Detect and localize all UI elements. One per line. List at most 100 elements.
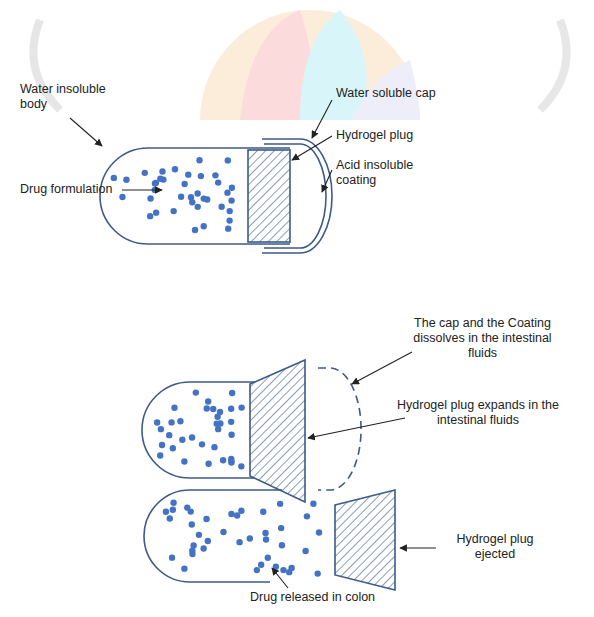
drug-dot [184,504,190,510]
drug-dot [198,173,204,179]
drug-dot [178,194,184,200]
drug-dot [199,441,205,447]
drug-dot [190,542,196,548]
leader-lines [70,100,436,588]
drug-dot [203,516,209,522]
drug-dot [111,175,117,181]
drug-dot [193,389,199,395]
drug-dot [159,442,165,448]
drug-dot [238,508,244,514]
drug-dot [238,404,244,410]
drug-dot [280,567,286,573]
part-label: Hydrogel plug [336,128,456,143]
drug-dot [229,185,235,191]
drug-dot [196,157,202,163]
drug-dot [171,405,177,411]
drug-dot [119,194,125,200]
opened-capsule [144,490,395,590]
watermark [33,10,566,120]
drug-dot [229,390,235,396]
drug-dot [168,419,174,425]
drug-dot [228,197,234,203]
drug-dot [210,406,216,412]
drug-dot [228,456,234,462]
drug-dot [170,445,176,451]
drug-dot [152,180,158,186]
drug-dot [228,419,234,425]
drug-dot [204,405,210,411]
drug-dot [278,525,284,531]
drug-dot [204,196,210,202]
part-label: Hydrogel plug expands in the intestinal … [378,398,578,428]
drug-dot [260,509,266,515]
drug-dot [189,521,195,527]
drug-dot [273,563,279,569]
drug-dot [142,170,148,176]
drug-dot [201,223,207,229]
drug-dot [205,461,211,467]
drug-dot [224,189,230,195]
drug-dots [163,499,323,576]
part-label: Hydrogel plug ejected [440,532,550,562]
drug-dot [286,569,292,575]
drug-dot [254,567,260,573]
drug-dot [172,166,178,172]
part-label: Water insoluble body [20,82,135,112]
part-label: Drug formulation [20,182,120,197]
drug-dot [154,419,160,425]
drug-dots [154,389,245,469]
drug-dot [170,208,176,214]
drug-dot [200,545,206,551]
drug-dot [263,536,269,542]
drug-dot [181,181,187,187]
part-label: Acid insoluble coating [336,158,446,188]
drug-dot [179,437,185,443]
drug-dot [158,426,164,432]
drug-dot [205,538,211,544]
drug-dot [236,539,242,545]
drug-dot [157,452,163,458]
drug-dot [304,513,310,519]
drug-dot [205,398,211,404]
drug-dot [316,529,322,535]
drug-dot [188,194,194,200]
drug-dot [170,499,176,505]
drug-dot [228,511,234,517]
drug-dot [157,175,163,181]
drug-dot [279,542,285,548]
drug-dot [238,463,244,469]
drug-dot [228,432,234,438]
intact-capsule [100,139,332,253]
drug-dot [220,529,226,535]
part-label: The cap and the Coating dissolves in the… [400,316,565,361]
drug-dot [265,555,271,561]
drug-dot [226,217,232,223]
drug-dot [170,507,176,513]
part-label: Drug released in colon [250,590,420,605]
drug-dot [214,421,220,427]
drug-dot [153,209,159,215]
drug-dot [214,414,220,420]
drug-dot [194,190,200,196]
drug-dot [228,406,234,412]
drug-dot [215,179,221,185]
drug-dot [310,501,316,507]
part-label: Water soluble cap [336,86,446,101]
drug-dot [163,509,169,515]
drug-dot [181,458,187,464]
drug-dot [277,501,283,507]
drug-dot [147,195,153,201]
drug-dot [189,434,195,440]
drug-dot [181,565,187,571]
drug-dot [212,172,218,178]
drug-dot [195,204,201,210]
drug-dot [218,204,224,210]
swelling-capsule [142,360,361,502]
drug-dot [196,532,202,538]
drug-dot [166,432,172,438]
drug-dot [177,418,183,424]
drug-dot [227,208,233,214]
drug-dot [185,171,191,177]
drug-dot [147,213,153,219]
drug-dot [314,570,320,576]
